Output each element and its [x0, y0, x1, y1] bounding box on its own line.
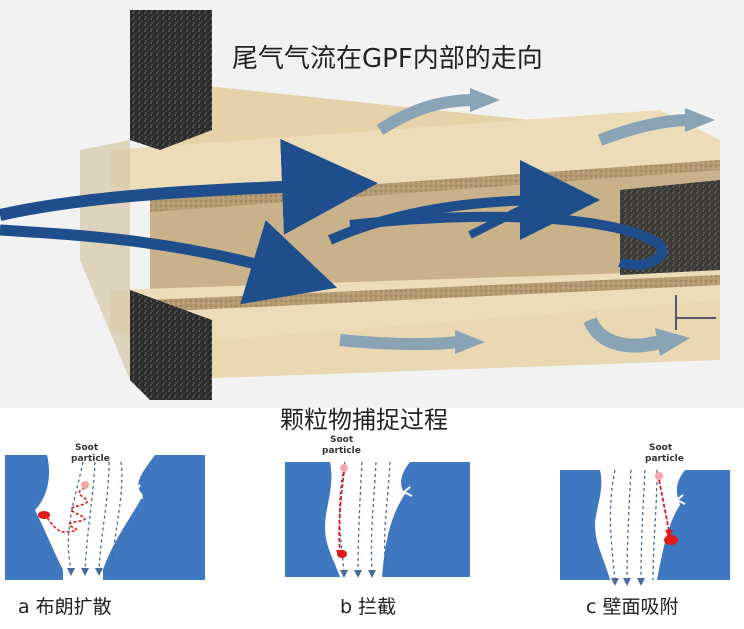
soot-label-line2: particle [322, 446, 361, 456]
gpf-diagram-svg [0, 0, 744, 408]
panel-brownian-diffusion: Soot particle [5, 440, 245, 600]
soot-label-line2: particle [645, 454, 684, 464]
panel-wall-adsorption: Soot particle [545, 440, 744, 600]
caption-wall-adsorption: c 壁面吸附 [586, 596, 679, 618]
gpf-flow-illustration [0, 0, 744, 408]
soot-label-line1: Soot [330, 435, 354, 445]
rear-plug [620, 180, 720, 275]
caption-brownian-diffusion: a 布朗扩散 [18, 596, 112, 618]
front-plug-top [130, 10, 212, 150]
top-title: 尾气气流在GPF内部的走向 [232, 44, 543, 74]
caption-interception: b 拦截 [340, 596, 397, 618]
soot-label-line2: particle [71, 454, 110, 464]
top-wall [110, 110, 720, 200]
front-plug-bottom [130, 290, 212, 400]
capture-process-title: 颗粒物捕捉过程 [280, 406, 448, 434]
panel-interception: Soot particle [270, 432, 510, 592]
soot-label-line1: Soot [75, 443, 99, 453]
soot-label-line1: Soot [649, 443, 673, 453]
